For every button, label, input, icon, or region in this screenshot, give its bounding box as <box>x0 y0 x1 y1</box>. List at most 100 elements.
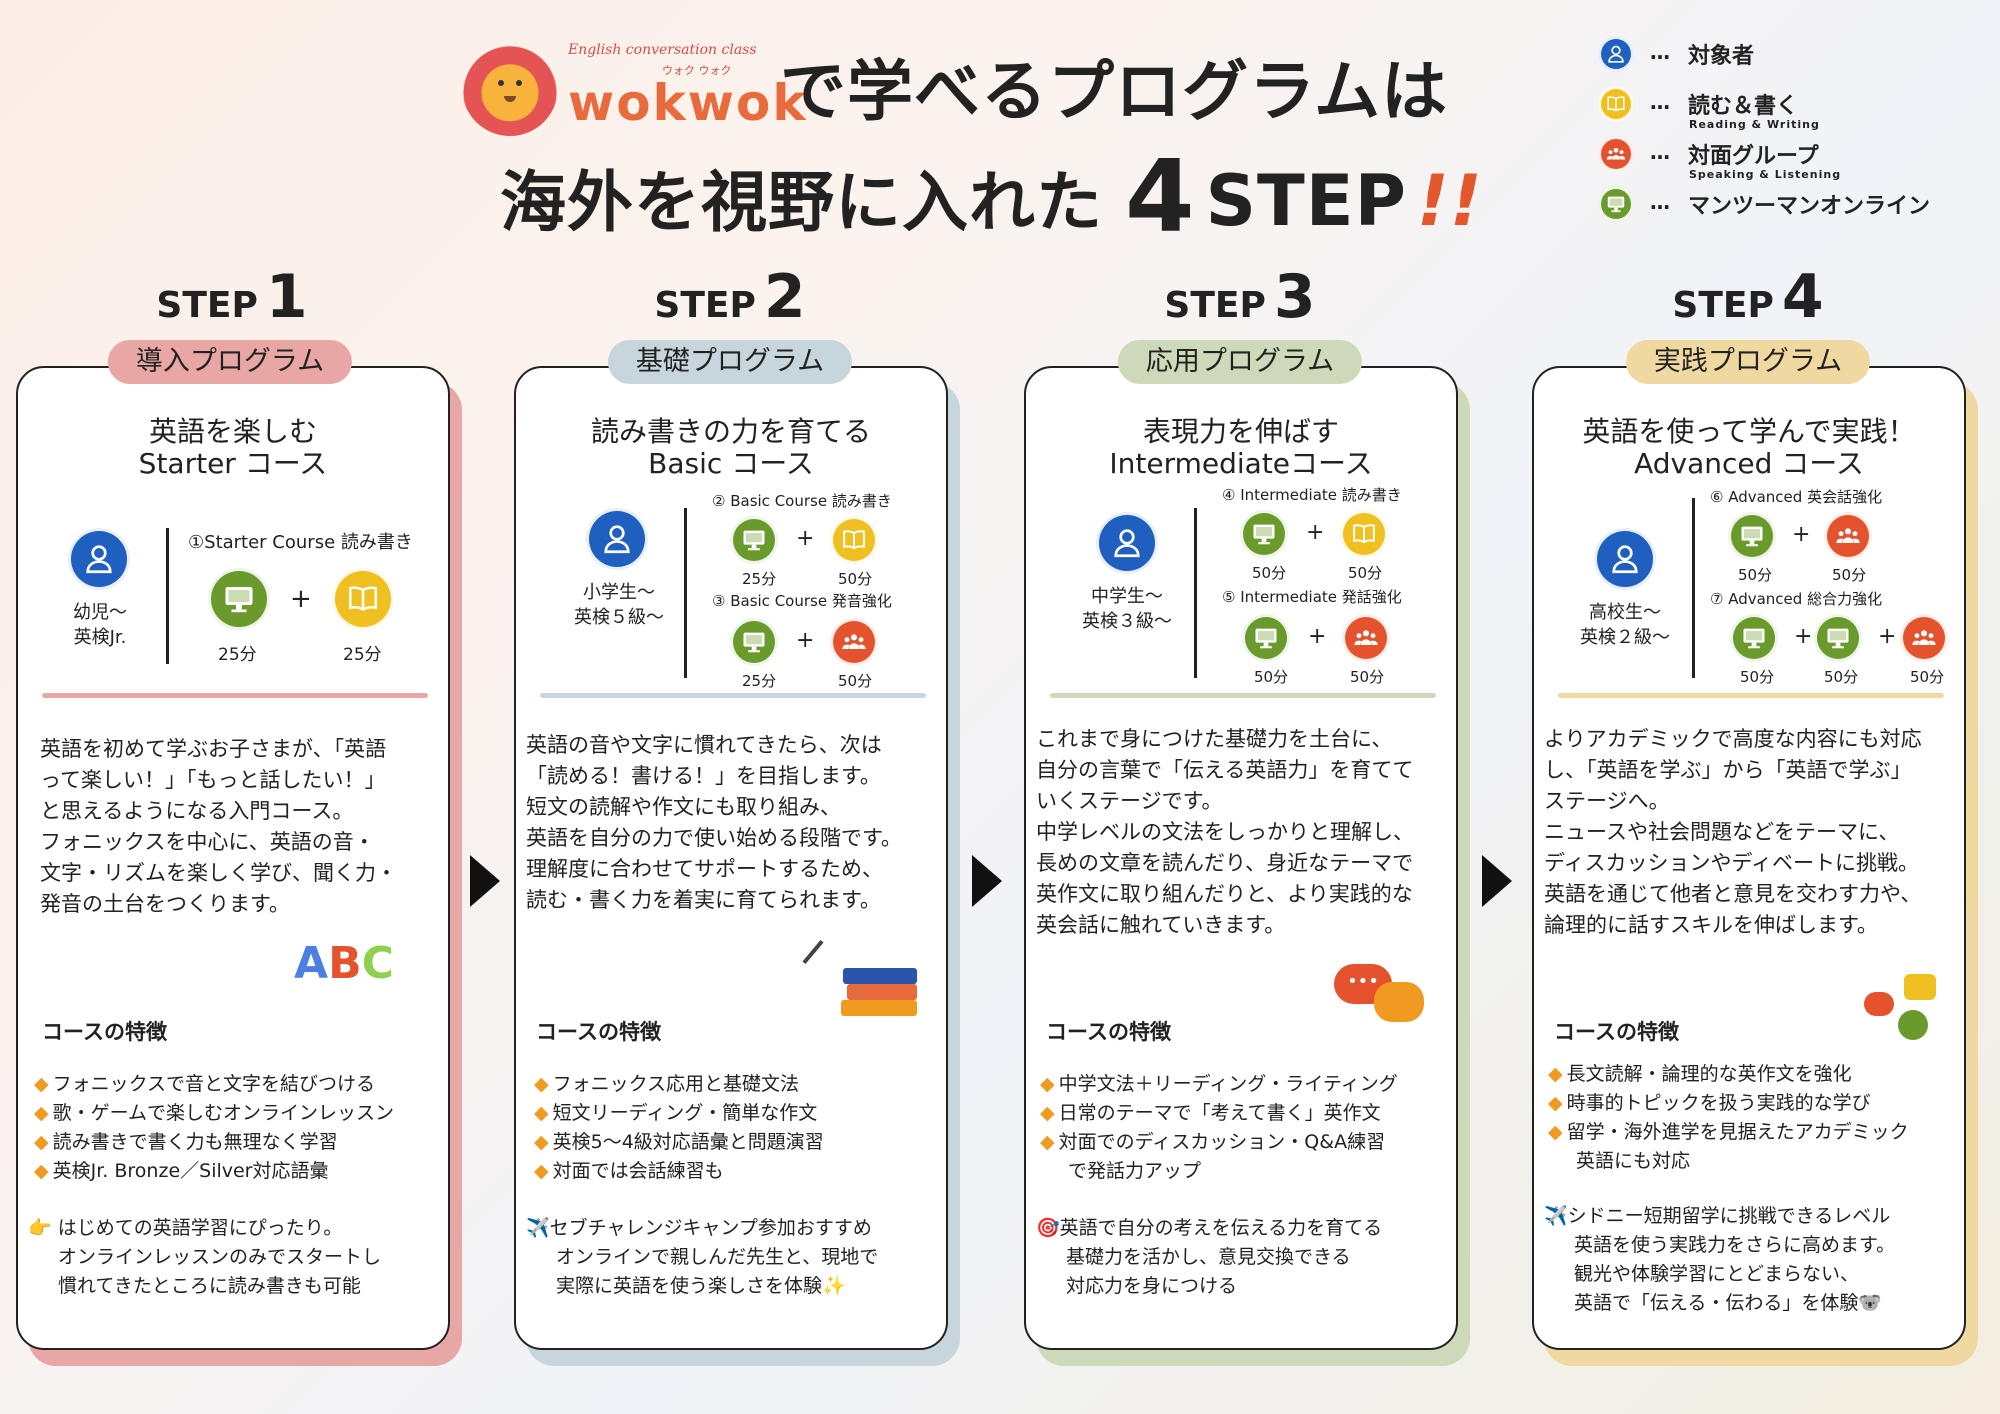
course-title-line1: 英語を使って学んで実践！ <box>1582 415 1916 448</box>
duration: 50分 <box>1348 564 1383 582</box>
feature-item: ◆中学文法＋リーディング・ライティング <box>1040 1073 1398 1095</box>
books-icon <box>802 938 921 1028</box>
legend-dots: … <box>1650 90 1670 114</box>
course-option-label: ⑦ Advanced 総合力強化 <box>1710 590 1883 608</box>
logo-subtitle: English conversation class <box>568 42 757 58</box>
book-icon <box>332 568 394 630</box>
duration: 50分 <box>1740 668 1775 686</box>
step3-card: 表現力を伸ばす Intermediateコース 中学生〜英検３級〜 ④ Inte… <box>1024 366 1458 1350</box>
legend-item-group: … 対面グループ Speaking & Listening <box>1598 136 1978 186</box>
features-list: ◆フォニックスで音と文字を結びつける ◆歌・ゲームで楽しむオンラインレッスン ◆… <box>34 1070 444 1186</box>
wokwok-logo[interactable]: English conversation class ウォク ウォク wokwo… <box>462 40 806 140</box>
next-step-arrow-icon <box>972 855 1002 907</box>
group-icon <box>830 618 878 666</box>
legend-item-target: … 対象者 <box>1598 36 1978 86</box>
features-heading: コースの特徴 <box>1046 1020 1171 1044</box>
legend-sublabel: Reading & Writing <box>1689 118 1820 131</box>
duration: 25分 <box>343 645 382 665</box>
title-exclamation: !! <box>1416 160 1483 242</box>
feature-item: ◆読み書きで書く力も無理なく学習 <box>34 1131 338 1153</box>
book-icon <box>830 516 878 564</box>
legend-dots: … <box>1650 140 1670 164</box>
title-number: 4 <box>1125 138 1196 255</box>
duration: 50分 <box>1910 668 1945 686</box>
plus-sign: + <box>796 526 815 551</box>
course-note: ✈️セブチャレンジキャンプ参加おすすめオンラインで親しんだ先生と、現地で実際に英… <box>526 1217 879 1297</box>
plus-sign: + <box>290 584 312 614</box>
features-list: ◆中学文法＋リーディング・ライティング ◆日常のテーマで「考えて書く」英作文 ◆… <box>1040 1070 1450 1186</box>
feature-item: ◆歌・ゲームで楽しむオンラインレッスン <box>34 1102 395 1124</box>
course-title: 読み書きの力を育てる Basic コース <box>516 416 946 480</box>
duration: 25分 <box>218 645 257 665</box>
plus-sign: + <box>1792 522 1811 547</box>
course-note: 🎯英語で自分の考えを伝える力を育てる基礎力を活かし、意見交換できる対応力を身につ… <box>1036 1217 1383 1297</box>
course-option-label: ④ Intermediate 読み書き <box>1222 486 1402 504</box>
person-icon <box>1594 528 1656 590</box>
legend-label: 対面グループ <box>1688 144 1819 169</box>
monitor-icon <box>1240 510 1288 558</box>
feature-item: ◆長文読解・論理的な英作文を強化 <box>1548 1063 1852 1085</box>
section-rule <box>1558 693 1944 698</box>
duration: 50分 <box>838 672 873 690</box>
monitor-icon <box>730 618 778 666</box>
next-step-arrow-icon <box>1482 855 1512 907</box>
duration: 50分 <box>1832 566 1867 584</box>
duration: 25分 <box>742 672 777 690</box>
step2-card: 読み書きの力を育てる Basic コース 小学生〜英検５級〜 ② Basic C… <box>514 366 948 1350</box>
book-icon <box>1340 510 1388 558</box>
course-description: 英語を初めて学ぶお子さまが、「英語って楽しい！」「もっと話したい！」と思えるよう… <box>40 737 397 916</box>
duration: 50分 <box>1738 566 1773 584</box>
features-list: ◆長文読解・論理的な英作文を強化 ◆時事的トピックを扱う実践的な学び ◆留学・海… <box>1548 1060 1958 1176</box>
person-icon <box>1598 36 1634 72</box>
monitor-icon <box>1730 614 1778 662</box>
plus-sign: + <box>796 628 815 653</box>
course-description: 英語の音や文字に慣れてきたら、次は「読める！書ける！」を目指します。短文の読解や… <box>526 733 902 912</box>
step4-card: 英語を使って学んで実践！ Advanced コース 高校生〜英検２級〜 ⑥ Ad… <box>1532 366 1966 1350</box>
plus-sign: + <box>1794 624 1813 649</box>
abc-letters-icon: ABC <box>294 938 394 989</box>
page-title-line1: で学べるプログラムは <box>780 53 1449 130</box>
course-option-label: ⑤ Intermediate 発話強化 <box>1222 588 1402 606</box>
legend-label: マンツーマンオンライン <box>1688 194 1931 219</box>
speech-bubbles-icon: ••• <box>1334 964 1424 1034</box>
duration: 25分 <box>742 570 777 588</box>
monitor-icon <box>208 568 270 630</box>
course-title-line1: 表現力を伸ばす <box>1142 415 1339 448</box>
monitor-icon <box>1814 614 1862 662</box>
title-step: STEP <box>1205 160 1407 242</box>
legend-sublabel: Speaking & Listening <box>1689 168 1842 181</box>
divider <box>166 528 169 664</box>
divider <box>1194 508 1197 678</box>
plus-sign: + <box>1306 520 1325 545</box>
section-rule <box>42 693 428 698</box>
course-option-label: ② Basic Course 読み書き <box>712 492 892 510</box>
duration: 50分 <box>1254 668 1289 686</box>
section-rule <box>540 693 926 698</box>
feature-item: ◆短文リーディング・簡単な作文 <box>534 1102 818 1124</box>
target-label: 小学生〜英検５級〜 <box>574 582 664 628</box>
divider <box>684 508 687 678</box>
legend-item-reading: … 読む＆書く Reading & Writing <box>1598 86 1978 136</box>
plus-sign: + <box>1308 624 1327 649</box>
legend-dots: … <box>1650 40 1670 64</box>
title-text: 海外を視野に入れた <box>500 164 1103 241</box>
course-title-line1: 英語を楽しむ <box>148 415 317 448</box>
features-heading: コースの特徴 <box>42 1020 167 1044</box>
logo-ruby: ウォク ウォク <box>662 64 732 77</box>
plus-sign: + <box>1878 624 1897 649</box>
feature-item: ◆英検5〜4級対応語彙と問題演習 <box>534 1131 824 1153</box>
group-icon <box>1824 512 1872 560</box>
person-icon <box>68 528 130 590</box>
divider <box>1692 498 1695 678</box>
duration: 50分 <box>1252 564 1287 582</box>
monitor-icon <box>1728 512 1776 560</box>
feature-item: ◆対面では会話練習も <box>534 1160 724 1182</box>
legend-item-online: … マンツーマンオンライン <box>1598 186 1978 236</box>
course-title: 英語を使って学んで実践！ Advanced コース <box>1534 416 1964 480</box>
logo-wordmark: wokwok <box>568 74 808 132</box>
duration: 50分 <box>1350 668 1385 686</box>
